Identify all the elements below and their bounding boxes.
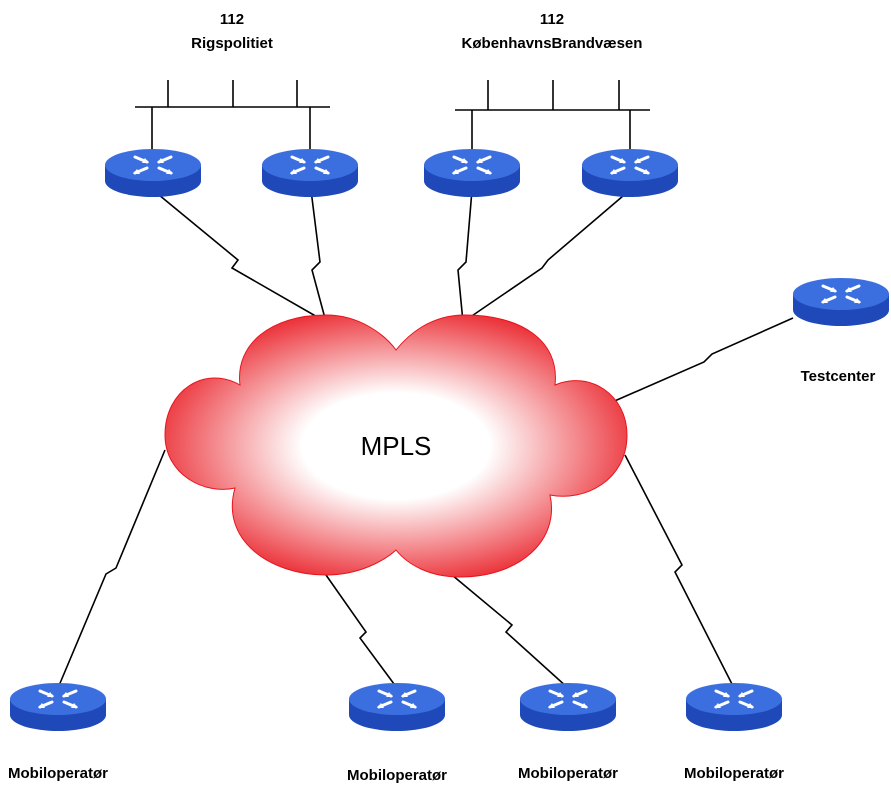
serial-link xyxy=(624,454,735,689)
lan-brandvaesen xyxy=(455,80,650,155)
router-icon[interactable] xyxy=(518,681,618,733)
mobile-operator-label: Mobiloperatør xyxy=(684,765,784,782)
site-name-brandvaesen: KøbenhavnsBrandvæsen xyxy=(462,35,643,52)
site-name-testcenter: Testcenter xyxy=(801,368,876,385)
site-name-rigspolitiet: Rigspolitiet xyxy=(191,35,273,52)
site-number-rigspolitiet: 112 xyxy=(220,11,244,28)
serial-link xyxy=(457,189,473,323)
router-icon[interactable] xyxy=(260,147,360,199)
router-icon[interactable] xyxy=(684,681,784,733)
lan-rigspolitiet xyxy=(135,80,330,155)
serial-link xyxy=(325,574,398,689)
serial-link xyxy=(609,317,794,404)
router-icon[interactable] xyxy=(8,681,108,733)
serial-link xyxy=(152,189,327,323)
mobile-operator-label: Mobiloperatør xyxy=(518,765,618,782)
serial-link xyxy=(462,189,631,323)
router-icon[interactable] xyxy=(580,147,680,199)
mobile-operator-label: Mobiloperatør xyxy=(347,767,447,784)
router-icon[interactable] xyxy=(347,681,447,733)
serial-link xyxy=(57,449,166,689)
router-icon[interactable] xyxy=(103,147,203,199)
router-icon[interactable] xyxy=(422,147,522,199)
cloud-label: MPLS xyxy=(361,431,432,461)
router-icon[interactable] xyxy=(791,276,891,328)
mobile-operator-label: Mobiloperatør xyxy=(8,765,108,782)
serial-link xyxy=(451,574,569,689)
mpls-cloud: MPLS xyxy=(164,314,628,578)
site-number-brandvaesen: 112 xyxy=(540,11,564,28)
serial-link xyxy=(310,189,327,323)
wan-links xyxy=(57,189,794,689)
